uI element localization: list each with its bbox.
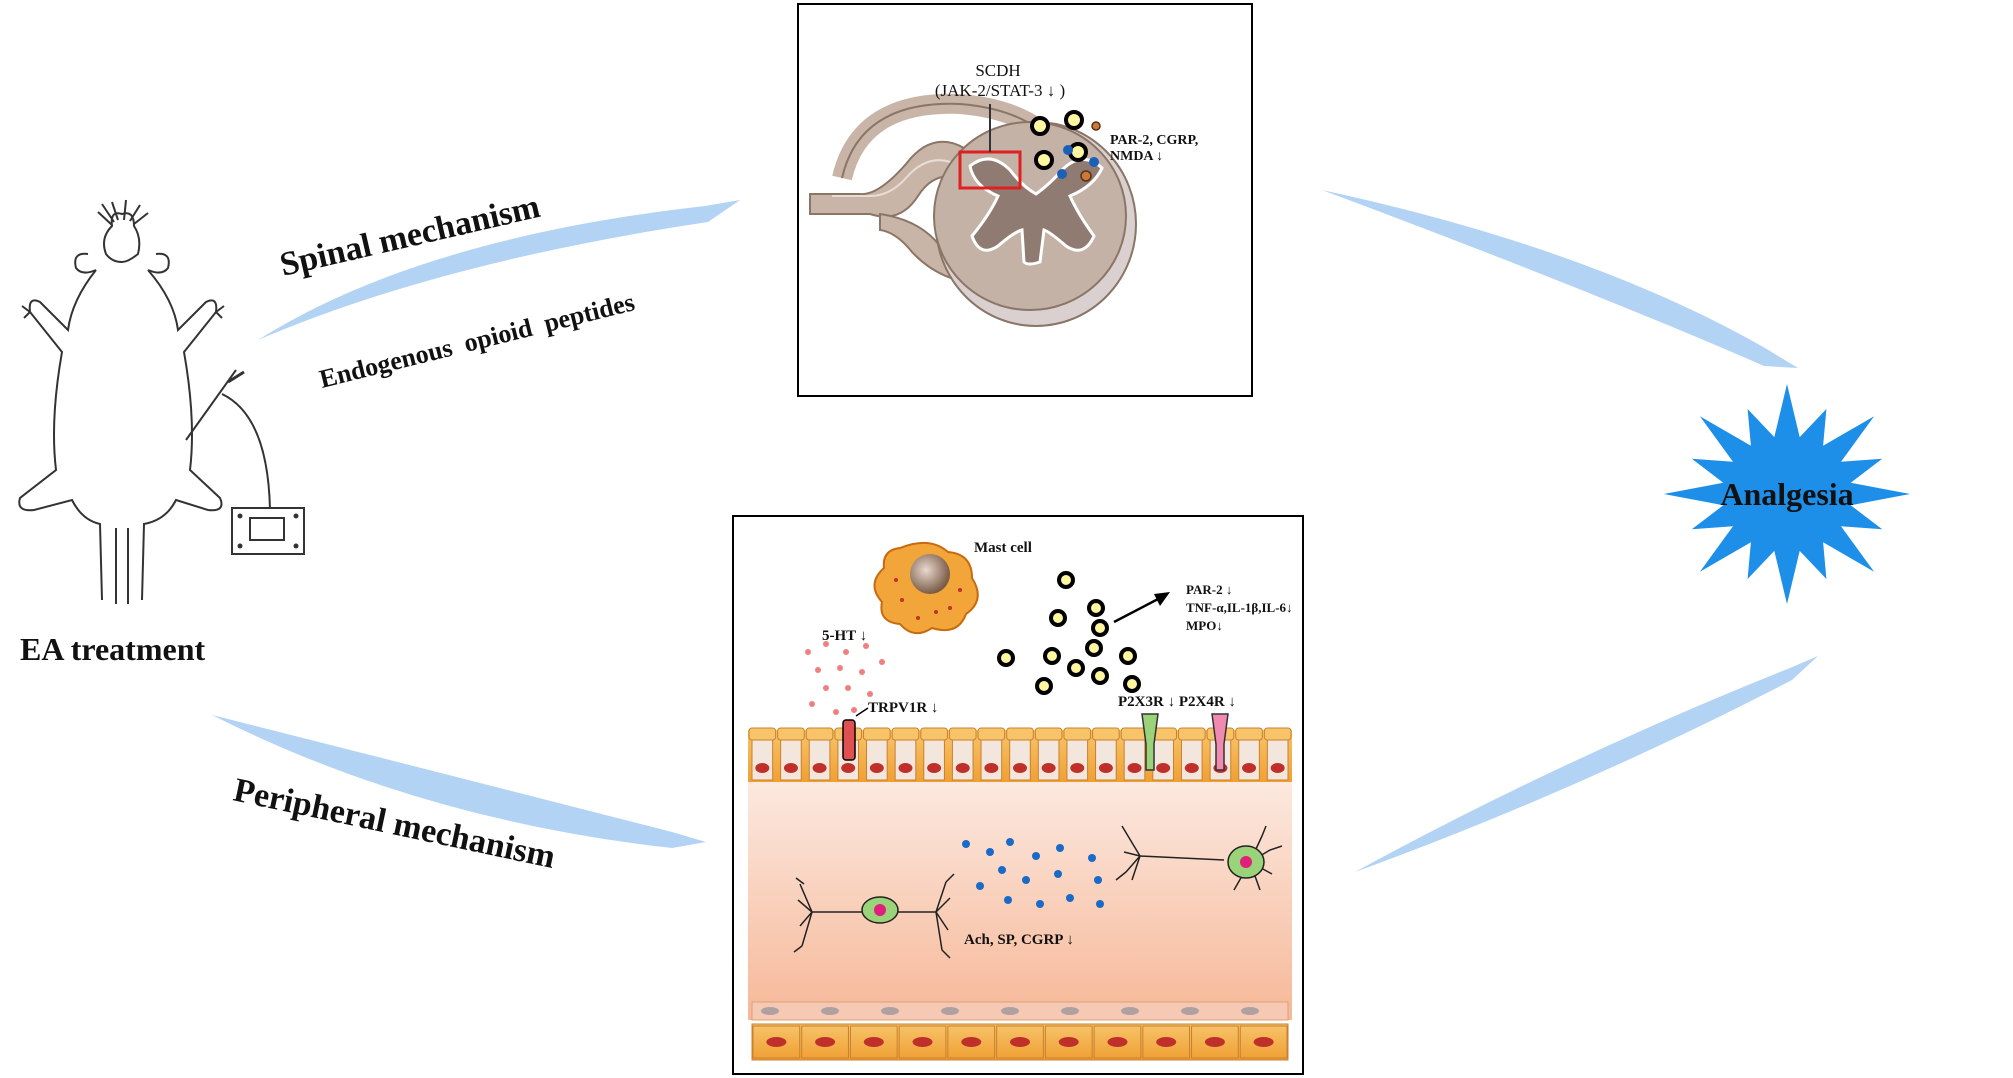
- arrows: [212, 190, 1818, 872]
- scdh-subtitle: (JAK-2/STAT-3 ↓ ): [935, 81, 1065, 100]
- epithelial-cell: [1235, 727, 1263, 781]
- epithelial-cell: [977, 727, 1006, 781]
- submucosa-nucleus: [761, 1007, 779, 1015]
- epithelial-cell: [777, 727, 805, 781]
- mast-cell: [873, 541, 979, 635]
- epithelial-cell: [948, 727, 977, 781]
- serotonin-label: 5-HT ↓: [822, 628, 867, 644]
- epithelial-cell: [1120, 727, 1149, 781]
- epithelial-cell: [1092, 727, 1120, 781]
- spinal-to-analgesia-arrow: [1322, 190, 1798, 368]
- p2x4r-channel: [1211, 713, 1229, 771]
- epithelial-cell: [891, 727, 920, 781]
- spinal-markers-line1: PAR-2, CGRP,: [1110, 133, 1198, 148]
- submucosa-nucleus: [1181, 1007, 1199, 1015]
- epithelial-cell: [805, 727, 834, 781]
- muscle-cell: [1093, 1025, 1142, 1059]
- peripheral-mechanism-arrow: [212, 715, 706, 848]
- analgesia-starburst: [1663, 384, 1911, 604]
- muscle-cell: [1142, 1025, 1191, 1059]
- trpv1r-label: TRPV1R ↓: [868, 700, 938, 716]
- mediators-line2: TNF-α,IL-1β,IL-6↓: [1186, 600, 1293, 615]
- epithelial-cell: [863, 727, 891, 781]
- muscle-cells: [752, 1007, 1288, 1059]
- epithelial-cell: [920, 727, 948, 781]
- epithelial-cell: [1263, 727, 1292, 781]
- submucosa-nucleus: [881, 1007, 899, 1015]
- mediators-line1: PAR-2 ↓: [1186, 582, 1232, 597]
- neurotransmitters-label: Ach, SP, CGRP ↓: [964, 932, 1074, 948]
- muscle-cell: [1239, 1025, 1288, 1059]
- scdh-title: SCDH: [975, 61, 1020, 80]
- rat-illustration: [18, 199, 225, 604]
- endogenous-opioid-label: Endogenous opioid peptides: [316, 287, 637, 393]
- muscle-cell: [898, 1025, 947, 1059]
- epithelial-cells: [748, 727, 1292, 781]
- muscle-cell: [996, 1025, 1044, 1059]
- epithelial-cell: [748, 727, 777, 781]
- mast-cell-label: Mast cell: [974, 540, 1032, 556]
- mediators-line3: MPO↓: [1186, 618, 1223, 633]
- spinal-mechanism-arrow: [258, 200, 740, 340]
- muscle-cell: [752, 1025, 801, 1059]
- submucosa-nucleus: [1121, 1007, 1139, 1015]
- muscle-cell: [1044, 1025, 1093, 1059]
- sensory-neuron-right: [1115, 825, 1283, 891]
- epithelial-cell: [1006, 727, 1034, 781]
- spinal-cord-panel: [797, 3, 1253, 397]
- spinal-markers-line2: NMDA ↓: [1110, 149, 1163, 164]
- epithelial-cell: [1063, 727, 1092, 781]
- muscle-cell: [947, 1025, 996, 1059]
- epithelial-cell: [1034, 727, 1063, 781]
- trpv1r-channel: [842, 707, 869, 761]
- muscle-cell: [801, 1025, 849, 1059]
- p2x3r-channel: [1141, 713, 1159, 771]
- neurotransmitter-dots: [962, 838, 1104, 908]
- serotonin-dots: [805, 641, 885, 715]
- muscle-cell: [1191, 1025, 1239, 1059]
- p2x-receptors-label: P2X3R ↓ P2X4R ↓: [1118, 694, 1236, 710]
- sensory-neuron-left: [793, 873, 955, 959]
- muscle-cell: [849, 1025, 898, 1059]
- submucosa-nucleus: [1001, 1007, 1019, 1015]
- mast-cell-granules: [997, 571, 1141, 695]
- submucosa-nucleus: [821, 1007, 839, 1015]
- peripheral-panel: [732, 515, 1304, 1075]
- submucosa-nucleus: [1241, 1007, 1259, 1015]
- submucosa-nucleus: [1061, 1007, 1079, 1015]
- ea-stimulator: [185, 369, 305, 555]
- analgesia-label: Analgesia: [1720, 476, 1853, 512]
- spinal-molecules: [1030, 110, 1101, 182]
- peripheral-to-analgesia-arrow: [1355, 656, 1818, 872]
- submucosa-nucleus: [941, 1007, 959, 1015]
- epithelial-cell: [1177, 727, 1206, 781]
- ea-treatment-label: EA treatment: [20, 631, 205, 667]
